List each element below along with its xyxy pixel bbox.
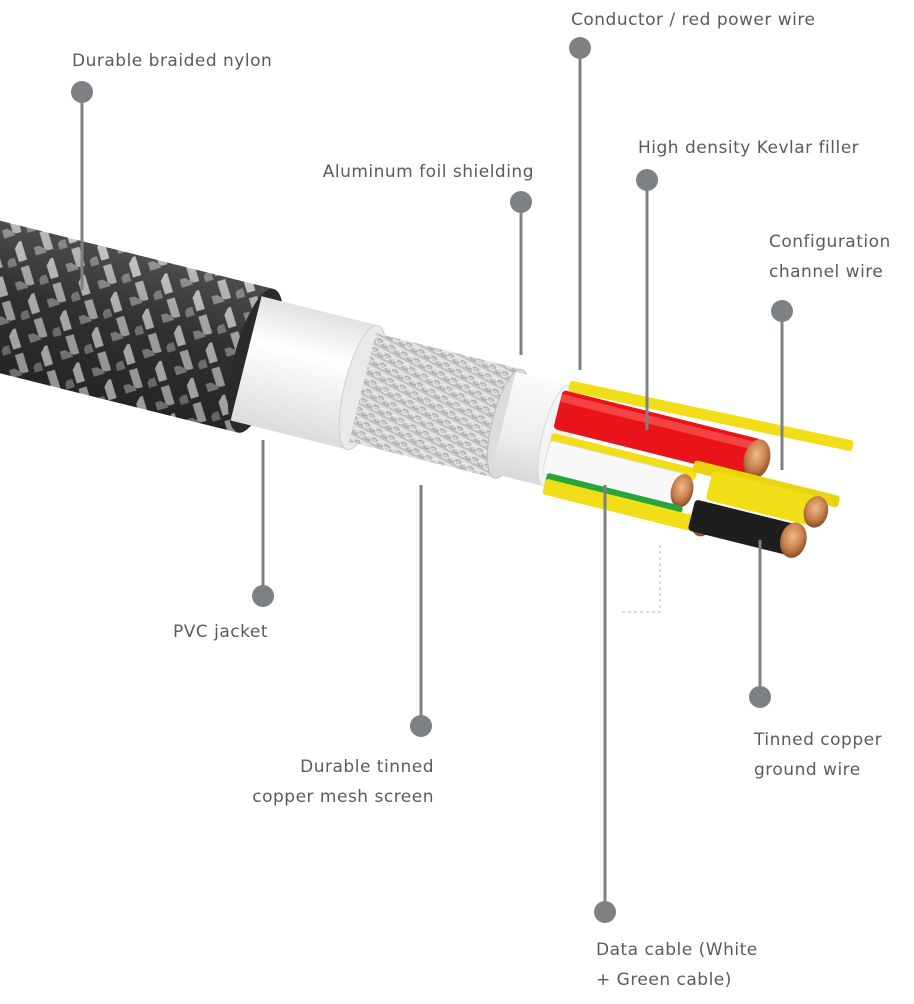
label-kevlar-text: High density Kevlar filler	[638, 138, 860, 158]
callout-dot-config	[771, 300, 793, 322]
label-data-cable: Data cable (White + Green cable)	[596, 935, 758, 995]
label-data-line2: + Green cable)	[596, 970, 732, 990]
label-config-line2: channel wire	[769, 262, 884, 282]
label-aluminum-foil-text: Aluminum foil shielding	[322, 162, 534, 182]
config-wire-copper	[803, 495, 829, 528]
callout-dot-conductor	[569, 37, 591, 59]
dotted-leader	[622, 545, 661, 613]
label-pvc-jacket: PVC jacket	[173, 617, 268, 647]
label-config-channel: Configuration channel wire	[769, 227, 891, 287]
label-braided-nylon-text: Durable braided nylon	[72, 51, 273, 71]
label-ground-line1: Tinned copper	[754, 730, 883, 750]
label-config-line1: Configuration	[769, 232, 891, 252]
label-pvc-jacket-text: PVC jacket	[172, 622, 268, 642]
callout-dot-braided-nylon	[71, 81, 93, 103]
config-channel-wire	[706, 471, 819, 526]
label-mesh-line2: copper mesh screen	[252, 787, 434, 807]
white-wire-copper	[670, 474, 694, 508]
callout-dot-aluminum-foil	[510, 191, 532, 213]
inner-wires	[542, 380, 854, 558]
label-ground-wire: Tinned copper ground wire	[754, 725, 882, 785]
label-aluminum-foil: Aluminum foil shielding	[323, 157, 534, 187]
red-wire-copper	[743, 439, 771, 479]
label-braided-nylon: Durable braided nylon	[72, 46, 272, 76]
label-conductor-text: Conductor / red power wire	[571, 10, 816, 30]
label-conductor: Conductor / red power wire	[571, 5, 815, 35]
label-data-line1: Data cable (White	[596, 940, 758, 960]
mesh-screen-section	[348, 333, 522, 479]
callout-dot-ground	[749, 686, 771, 708]
callout-dot-pvc	[252, 585, 274, 607]
ground-wire-copper	[780, 522, 807, 558]
label-ground-line2: ground wire	[754, 760, 861, 780]
black-ground-wire	[688, 500, 797, 555]
label-kevlar: High density Kevlar filler	[638, 133, 859, 163]
label-mesh-line1: Durable tinned	[300, 757, 434, 777]
callout-dot-data	[594, 901, 616, 923]
callout-dot-mesh	[410, 715, 432, 737]
cable-body	[0, 218, 854, 558]
callouts	[71, 37, 793, 923]
callout-dot-kevlar	[636, 169, 658, 191]
label-mesh-screen: Durable tinned copper mesh screen	[252, 752, 434, 812]
